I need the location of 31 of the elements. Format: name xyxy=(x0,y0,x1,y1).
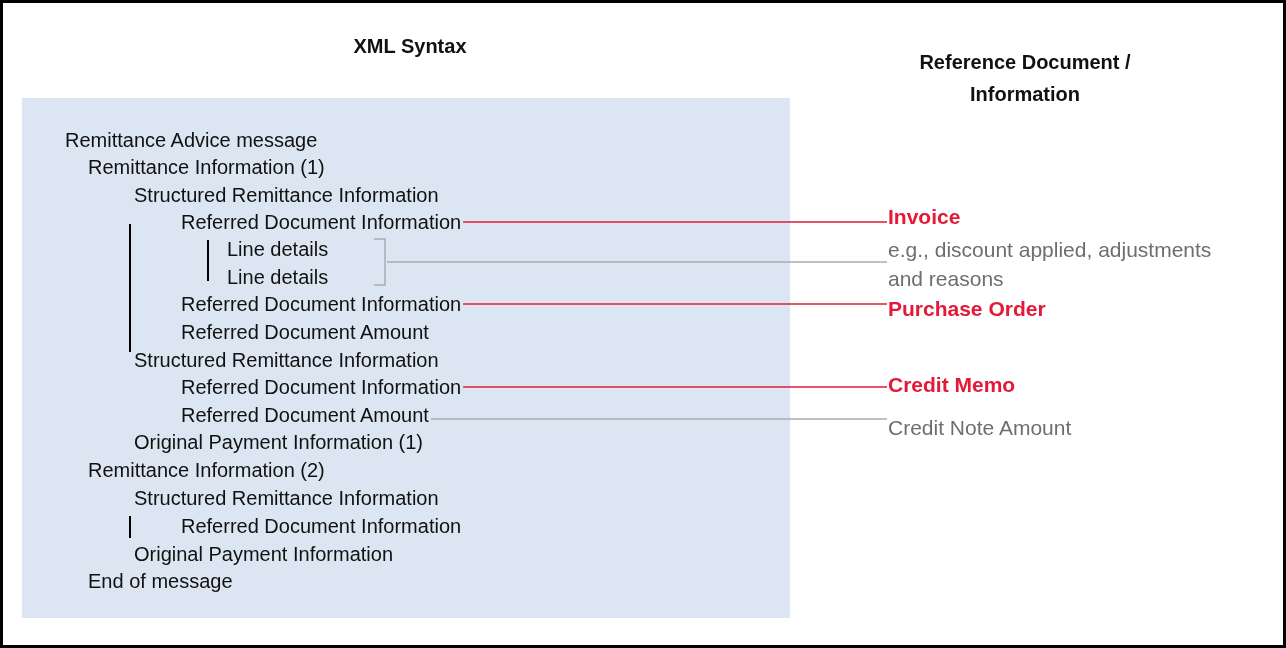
tree-item-text: Remittance Information (1) xyxy=(88,155,325,179)
tree-item-text: Structured Remittance Information xyxy=(134,183,439,207)
tree-item-text: End of message xyxy=(88,569,233,593)
tree-item-text: Referred Document Amount xyxy=(181,403,429,427)
tree-item-text: Remittance Advice message xyxy=(65,128,318,152)
tree-item-text: Line details xyxy=(227,265,329,289)
connector-line xyxy=(462,221,888,223)
note-text: Credit Note Amount xyxy=(888,413,1218,442)
document-type-label: Credit Memo xyxy=(888,370,1218,399)
tree-item-text: Referred Document Information xyxy=(181,210,462,234)
tree-item-text: Referred Document Information xyxy=(181,375,462,399)
tree-item-text: Remittance Information (2) xyxy=(88,458,325,482)
connector-line xyxy=(430,418,888,420)
column-heading: Reference Document / Information xyxy=(918,50,1132,107)
document-type-label: Purchase Order xyxy=(888,294,1218,323)
tree-item-text: Original Payment Information xyxy=(134,542,393,566)
bracket xyxy=(373,238,387,286)
tree-item-text: Line details xyxy=(227,237,329,261)
tree-item-text: Structured Remittance Information xyxy=(134,348,439,372)
tree-item-text: Referred Document Amount xyxy=(181,320,429,344)
tree-item-text: Referred Document Information xyxy=(181,514,462,538)
connector-line xyxy=(462,303,888,305)
note-text: e.g., discount applied, adjustments and reasons xyxy=(888,235,1218,293)
tree-item-text: Referred Document Information xyxy=(181,292,462,316)
connector-line xyxy=(386,261,888,263)
document-type-label: Invoice xyxy=(888,202,1218,231)
panel-background xyxy=(22,98,790,618)
column-heading: XML Syntax xyxy=(352,34,468,59)
connector-line xyxy=(462,386,888,388)
tree-item-text: Original Payment Information (1) xyxy=(134,430,423,454)
tree-item-text: Structured Remittance Information xyxy=(134,486,439,510)
